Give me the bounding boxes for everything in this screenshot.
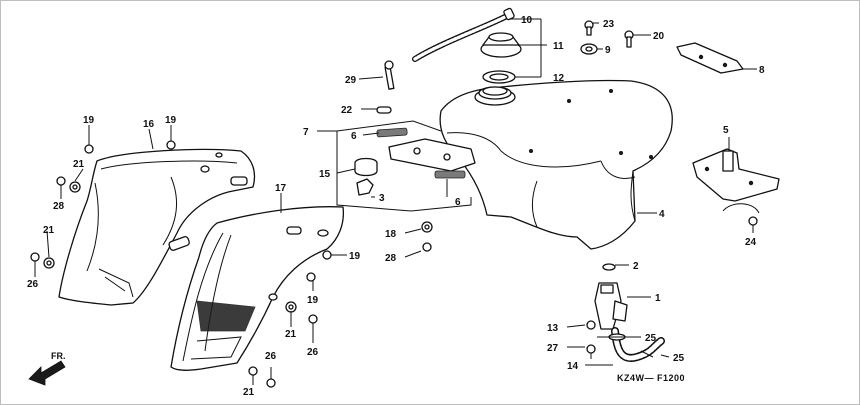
callout-23: 23 — [603, 19, 615, 30]
callout-19c: 19 — [349, 251, 361, 262]
callout-26c: 26 — [265, 351, 277, 362]
right-shroud — [170, 206, 345, 371]
callout-21a: 21 — [73, 159, 85, 170]
callout-29: 29 — [345, 75, 357, 86]
callout-26a: 26 — [27, 279, 39, 290]
callout-19b: 19 — [165, 115, 177, 126]
callout-5: 5 — [723, 125, 729, 136]
callout-15: 15 — [319, 169, 331, 180]
callout-1: 1 — [655, 293, 661, 304]
front-arrow: FR. — [28, 351, 66, 386]
callout-2: 2 — [633, 261, 639, 272]
callout-20: 20 — [653, 31, 665, 42]
callout-13: 13 — [547, 323, 559, 334]
callout-7: 7 — [303, 127, 309, 138]
callout-24: 24 — [745, 237, 757, 248]
callout-4: 4 — [659, 209, 665, 220]
callout-26b: 26 — [307, 347, 319, 358]
callout-10: 10 — [521, 15, 533, 26]
callout-22: 22 — [341, 105, 353, 116]
callout-17: 17 — [275, 183, 287, 194]
callout-6b: 6 — [455, 197, 461, 208]
callout-21b: 21 — [43, 225, 55, 236]
callout-19a: 19 — [83, 115, 95, 126]
callout-28a: 28 — [53, 201, 65, 212]
fuel-tank — [439, 79, 673, 250]
callout-21c: 21 — [285, 329, 297, 340]
top-hardware — [384, 20, 634, 90]
callout-14: 14 — [567, 361, 579, 372]
shroud-fasteners — [30, 140, 433, 388]
callout-numbers: 10 11 12 23 9 20 8 29 22 7 6 5 15 3 6 4 … — [27, 15, 765, 398]
leader-lines — [34, 18, 757, 385]
callout-19d: 19 — [307, 295, 319, 306]
callout-11: 11 — [553, 41, 564, 52]
callout-8: 8 — [759, 65, 765, 76]
fuel-cap — [480, 32, 522, 84]
callout-12: 12 — [553, 73, 565, 84]
callout-9: 9 — [605, 45, 611, 56]
callout-25b: 25 — [673, 353, 685, 364]
front-label: FR. — [51, 351, 66, 361]
callout-25a: 25 — [645, 333, 657, 344]
callout-27: 27 — [547, 343, 559, 354]
left-shroud — [58, 148, 256, 306]
callout-28b: 28 — [385, 253, 397, 264]
tank-mount-plate — [354, 106, 476, 196]
strap-clip-24 — [722, 203, 760, 226]
breather-tube — [412, 7, 515, 62]
callout-21d: 21 — [243, 387, 255, 398]
callout-3: 3 — [379, 193, 385, 204]
callout-18: 18 — [385, 229, 397, 240]
rear-bracket-5 — [692, 148, 780, 202]
callout-16: 16 — [143, 119, 155, 130]
callout-6a: 6 — [351, 131, 357, 142]
rear-plate-8 — [676, 42, 744, 74]
figure-code: KZ4W— F1200 — [617, 373, 685, 383]
